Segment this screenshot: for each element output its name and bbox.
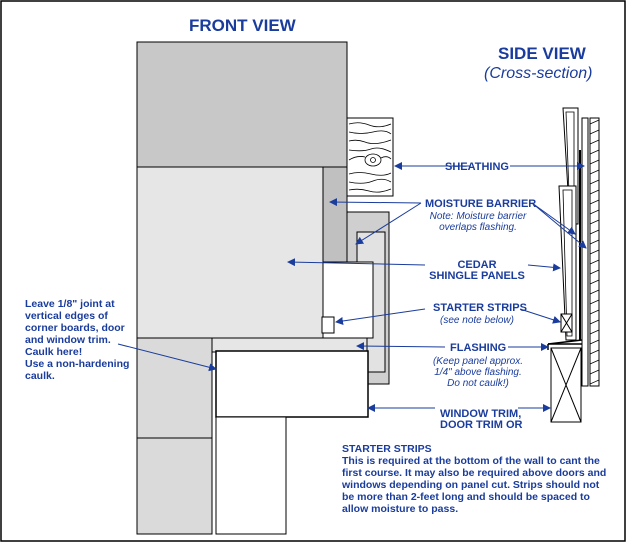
panel-strip-under <box>211 337 368 353</box>
corner-board-lower <box>136 337 213 439</box>
window-trim <box>215 350 369 418</box>
left-note-line: Leave 1/8" joint at <box>25 298 115 310</box>
side-view-subtitle: (Cross-section) <box>484 65 593 82</box>
bottom-note-heading: STARTER STRIPS <box>342 443 432 455</box>
starter-strips-note: (see note below) <box>440 315 514 326</box>
left-note-line: Use a non-hardening <box>25 358 130 370</box>
moisture-note-line-1: Note: Moisture barrier <box>429 211 527 222</box>
cedar-label-line-2: SHINGLE PANELS <box>429 270 525 282</box>
bottom-note-line: windows depending on panel cut. Strips s… <box>342 479 600 491</box>
lower-shingle-panel <box>136 166 324 346</box>
left-note-line: caulk. <box>25 370 55 382</box>
arrow-starter-left <box>335 308 426 325</box>
flashing-label: FLASHING <box>450 342 507 354</box>
leader-arrows <box>117 162 587 412</box>
arrow-moisture-2 <box>355 202 422 245</box>
sheathing-wood <box>346 117 394 197</box>
window-trim-label-line-2: DOOR TRIM OR <box>440 419 523 431</box>
window-trim-label-line-1: WINDOW TRIM, <box>440 408 522 420</box>
arrow-left-note <box>117 343 217 372</box>
bottom-note-line: allow moisture to pass. <box>342 503 459 515</box>
flashing-note-line-3: Do not caulk!) <box>447 378 509 389</box>
bottom-note-line: first course. It may also be required ab… <box>342 467 607 479</box>
bottom-note-line: This is required at the bottom of the wa… <box>342 455 600 467</box>
side-view-title: SIDE VIEW <box>498 44 586 63</box>
left-note-line: and window trim. <box>25 334 111 346</box>
bottom-note-line: be more than 2-feet long and should be s… <box>342 491 590 503</box>
arrow-starter-right <box>519 308 561 324</box>
starter-strips-note-block: STARTER STRIPS This is required at the b… <box>342 443 606 515</box>
door-trim <box>215 416 287 535</box>
cedar-label-line-1: CEDAR <box>457 259 497 271</box>
starter-strip-box <box>321 316 335 334</box>
arrow-cedar-right <box>527 263 561 272</box>
flashing-note-line-2: 1/4" above flashing. <box>434 367 522 378</box>
starter-strips-label: STARTER STRIPS <box>433 302 527 314</box>
arrow-moisture-1 <box>329 198 422 207</box>
corner-board-bottom <box>136 437 213 535</box>
left-caulk-note: Leave 1/8" joint at vertical edges of co… <box>25 298 129 382</box>
left-note-line: Caulk here! <box>25 346 83 358</box>
moisture-barrier-label: MOISTURE BARRIER <box>425 198 537 210</box>
left-note-line: vertical edges of <box>25 310 108 322</box>
front-view-title: FRONT VIEW <box>189 16 296 35</box>
arrow-moisture-4 <box>531 202 587 249</box>
side-view-drawing <box>547 107 600 423</box>
left-note-line: corner boards, door <box>25 322 125 334</box>
sheathing-label: SHEATHING <box>445 161 509 173</box>
arrow-cedar-left <box>287 258 426 267</box>
arrow-flashing-left <box>356 342 446 351</box>
arrow-moisture-3 <box>531 202 576 235</box>
moisture-note-line-2: overlaps flashing. <box>439 222 517 233</box>
panel-cut <box>322 261 374 339</box>
flashing-note-line-1: (Keep panel approx. <box>432 356 524 367</box>
